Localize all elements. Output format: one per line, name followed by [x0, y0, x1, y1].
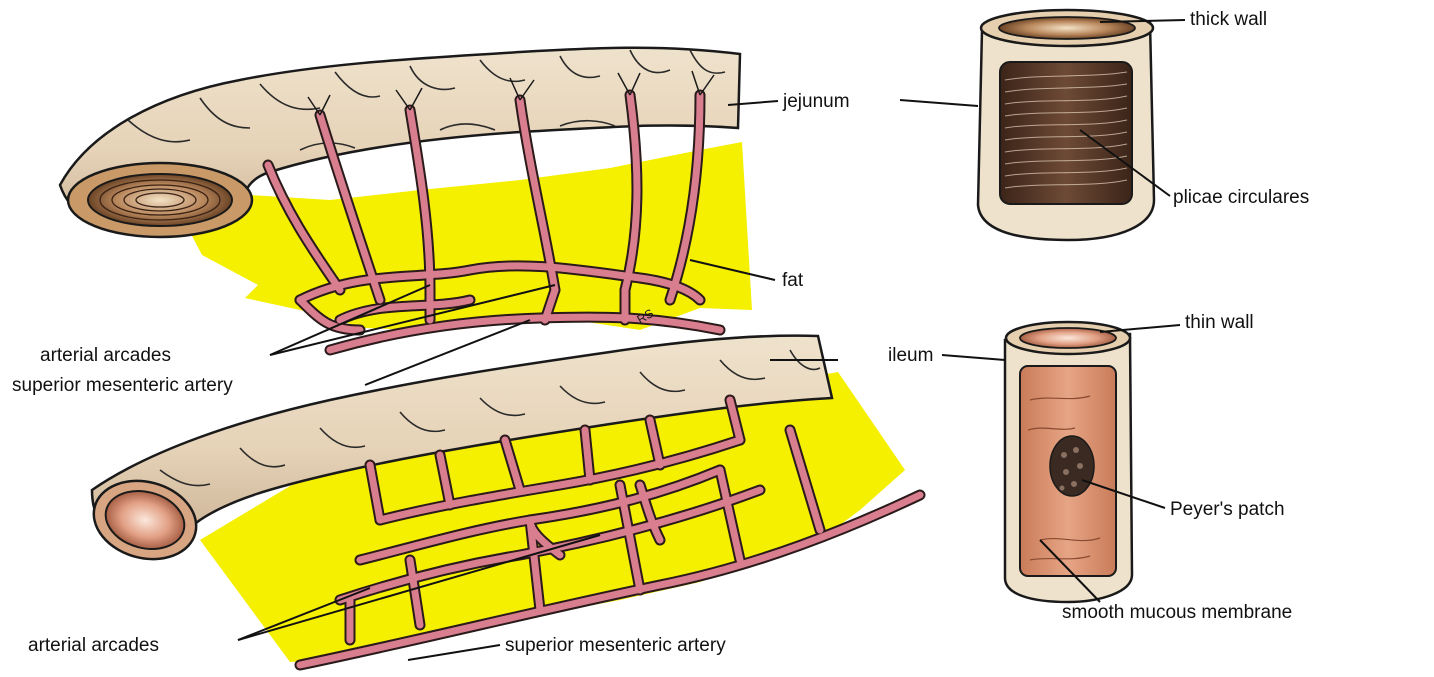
label-arterial-arcades-bottom: arterial arcades — [28, 636, 159, 655]
label-jejunum: jejunum — [783, 92, 850, 111]
jejunum-section — [978, 10, 1154, 240]
label-thick-wall: thick wall — [1190, 10, 1267, 29]
label-superior-mesenteric-artery-top: superior mesenteric artery — [12, 376, 233, 395]
label-smooth-mucous-membrane: smooth mucous membrane — [1062, 603, 1292, 622]
ileum-section — [1005, 322, 1132, 602]
label-superior-mesenteric-artery-bottom: superior mesenteric artery — [505, 636, 726, 655]
label-plicae-circulares: plicae circulares — [1173, 188, 1309, 207]
label-peyers-patch: Peyer's patch — [1170, 500, 1285, 519]
label-ileum: ileum — [888, 346, 933, 365]
jejunum-illustration: RS — [60, 48, 752, 350]
label-fat: fat — [782, 271, 803, 290]
peyers-patch-mark — [1050, 436, 1094, 496]
label-arterial-arcades-top: arterial arcades — [40, 346, 171, 365]
label-thin-wall: thin wall — [1185, 313, 1254, 332]
